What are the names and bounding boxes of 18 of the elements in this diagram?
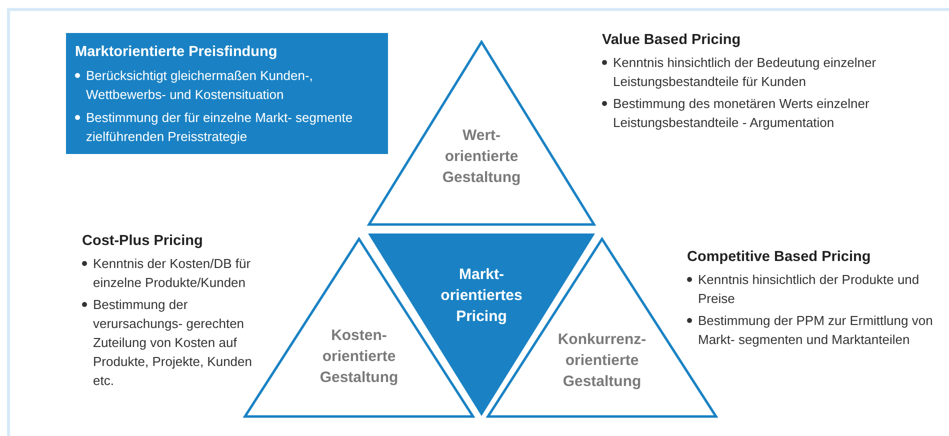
bullet-text: Bestimmung der PPM zur Ermittlung von Markt- segmenten und Marktanteilen	[698, 312, 934, 349]
section-heading: Value Based Pricing	[602, 31, 742, 50]
bullet-text: Bestimmung der für einzelne Markt- segmente zielführenden Preisstrategie	[86, 109, 354, 146]
triangle	[367, 40, 596, 226]
bullet-text: Bestimmung des monetären Werts einzelner Leistungsbestandteile - Argumentation	[613, 95, 870, 132]
section-heading: Competitive Based Pricing	[687, 248, 872, 267]
bullet-text: Kenntnis der Kosten/DB für einzelne Produkte/Kunden	[93, 255, 252, 292]
triangle-label: Konkurrenz- orientierte Gestaltung	[558, 330, 646, 392]
bullet-text: Berücksichtigt gleichermaßen Kunden-, Wettbewerbs- und Kostensituation	[86, 67, 314, 104]
triangle-label: Wert- orientierte Gestaltung	[442, 126, 521, 188]
bullet-text: Kenntnis hinsichtlich der Bedeutung einzelner Leistungsbestandteile für Kunden	[613, 54, 878, 91]
triangle-label: Markt- orientiertes Pricing	[440, 265, 522, 327]
panel-heading: Marktorientierte Preisfindung	[75, 43, 278, 62]
info-panel	[66, 33, 388, 154]
triangle-label: Kosten- orientierte Gestaltung	[320, 326, 398, 388]
bullet-text: Bestimmung der verursachungs- gerechten Zuteilung von Kosten auf Produkte, Projekte, Kunden etc.	[93, 296, 253, 390]
section-heading: Cost-Plus Pricing	[82, 232, 204, 251]
bullet-text: Kenntnis hinsichtlich der Produkte und Preise	[698, 271, 920, 308]
